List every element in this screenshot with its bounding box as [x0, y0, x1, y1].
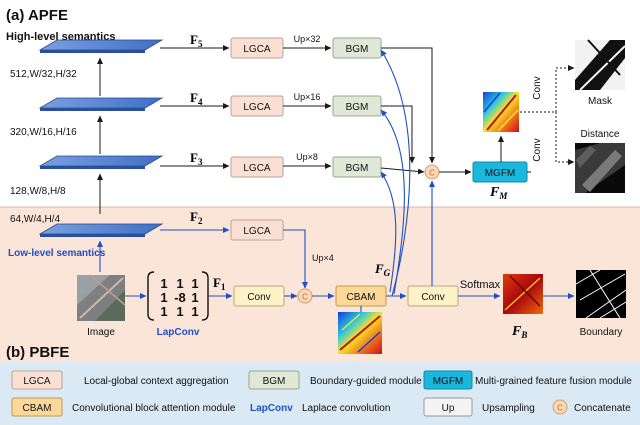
pbfe-title: (b) PBFE: [6, 344, 69, 361]
legend-item-mgfm: MGFM Multi-grained feature fusion module: [423, 370, 632, 390]
svg-text:LGCA: LGCA: [23, 376, 51, 387]
f1-label: F1: [213, 275, 226, 292]
dims-label-2: 64,W/4,H/4: [10, 214, 60, 225]
input-image: [77, 274, 126, 321]
dims-label-3: 128,W/8,H/8: [10, 186, 66, 197]
concat-bottom: C: [297, 288, 313, 304]
level-4-row: F4 LGCA Up×16 BGM: [160, 90, 382, 117]
legend-item-up: Up Upsampling: [423, 397, 535, 417]
softmax-label: Softmax: [460, 279, 501, 291]
svg-text:Boundary-guided module: Boundary-guided module: [310, 376, 422, 387]
boundary-label: Boundary: [580, 327, 623, 338]
svg-text:Conv: Conv: [421, 292, 444, 303]
feature-label-4: F4: [190, 90, 203, 107]
svg-text:BGM: BGM: [346, 102, 369, 113]
cbam-heatmap: [338, 312, 382, 354]
feature-label-5: F5: [190, 32, 203, 49]
svg-text:Conv: Conv: [247, 292, 270, 303]
level-2-row: F2 LGCA Up×4: [160, 209, 334, 289]
dims-label-5: 512,W/32,H/32: [10, 69, 77, 80]
low-level-label: Low-level semantics: [8, 248, 106, 259]
svg-text:BGM: BGM: [346, 44, 369, 55]
up-label-3: Up×8: [296, 152, 318, 162]
level-3-row: F3 LGCA Up×8 BGM: [160, 150, 382, 178]
boundary-image: [575, 269, 627, 319]
svg-text:1: 1: [191, 290, 198, 305]
svg-text:BGM: BGM: [263, 376, 286, 387]
svg-text:1: 1: [191, 276, 198, 291]
svg-text:LGCA: LGCA: [243, 44, 271, 55]
conv-vertical-top: Conv: [532, 76, 543, 99]
svg-text:Local-global context aggregati: Local-global context aggregation: [84, 376, 229, 387]
mask-label: Mask: [588, 96, 613, 107]
feature-plate-5: [38, 39, 164, 53]
lgca-box-3: [230, 156, 284, 178]
feature-label-3: F3: [190, 150, 203, 167]
svg-text:CBAM: CBAM: [23, 403, 52, 414]
up-label-2: Up×4: [312, 253, 334, 263]
legend-background: [0, 362, 640, 425]
up-label-5: Up×32: [294, 34, 321, 44]
svg-text:MGFM: MGFM: [485, 168, 516, 179]
legend-item-lapconv: LapConv Laplace convolution: [250, 403, 390, 414]
svg-text:Upsampling: Upsampling: [482, 403, 535, 414]
svg-text:MGFM: MGFM: [433, 376, 464, 387]
svg-text:1: 1: [176, 304, 183, 319]
svg-text:Up: Up: [442, 403, 455, 414]
legend-item-bgm: BGM Boundary-guided module: [248, 370, 422, 390]
feature-label-2: F2: [190, 209, 203, 226]
fm-heatmap: [483, 92, 519, 132]
svg-text:LGCA: LGCA: [243, 102, 271, 113]
fb-label: FB: [511, 324, 527, 340]
svg-text:1: 1: [176, 276, 183, 291]
svg-text:C: C: [557, 404, 563, 413]
distance-label: Distance: [581, 129, 620, 140]
legend-item-concatenate: C Concatenate: [552, 399, 631, 415]
svg-text:C: C: [429, 169, 435, 178]
svg-text:Concatenate: Concatenate: [574, 403, 631, 414]
svg-text:LGCA: LGCA: [243, 163, 271, 174]
svg-text:LapConv: LapConv: [250, 403, 293, 414]
legend-item-cbam: CBAM Convolutional block attention modul…: [11, 397, 236, 417]
svg-text:Laplace convolution: Laplace convolution: [302, 403, 390, 414]
mask-image: [575, 39, 626, 91]
svg-text:CBAM: CBAM: [347, 292, 376, 303]
feature-plate-3: [38, 155, 164, 169]
svg-text:C: C: [302, 293, 308, 302]
bgm-box-3: [332, 156, 382, 178]
feature-plate-2: [38, 223, 164, 237]
svg-text:1: 1: [191, 304, 198, 319]
level-5-row: F5 LGCA Up×32 BGM: [160, 32, 382, 59]
distance-image: [575, 143, 625, 193]
svg-text:Convolutional block attention: Convolutional block attention module: [72, 403, 236, 414]
legend-item-lgca: LGCA Local-global context aggregation: [11, 370, 229, 390]
apfe-title: (a) APFE: [6, 7, 68, 24]
svg-text:1: 1: [160, 276, 167, 291]
conv-vertical-bottom: Conv: [532, 138, 543, 161]
legend: LGCA Local-global context aggregation BG…: [11, 370, 632, 417]
up-label-4: Up×16: [294, 92, 321, 102]
concat-top: C: [424, 164, 440, 180]
image-label: Image: [87, 327, 115, 338]
svg-text:1: 1: [160, 290, 167, 305]
fm-label: FM: [489, 185, 508, 201]
svg-text:1: 1: [160, 304, 167, 319]
svg-text:LGCA: LGCA: [243, 226, 271, 237]
fb-heatmap: [503, 274, 543, 314]
svg-text:BGM: BGM: [346, 163, 369, 174]
dims-label-4: 320,W/16,H/16: [10, 127, 77, 138]
fg-label: FG: [374, 261, 391, 278]
svg-text:Multi-grained feature fusion m: Multi-grained feature fusion module: [475, 376, 632, 387]
svg-text:-8: -8: [174, 290, 186, 305]
feature-plate-4: [38, 97, 164, 111]
lapconv-label: LapConv: [157, 327, 200, 338]
